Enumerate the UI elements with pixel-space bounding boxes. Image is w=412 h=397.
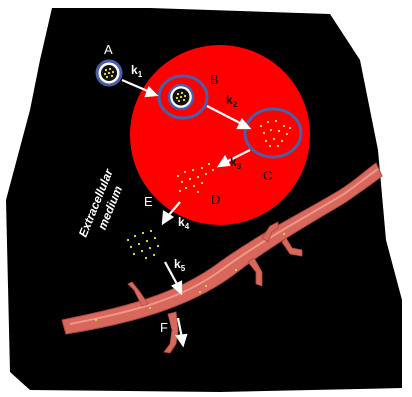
- label-c: C: [263, 168, 272, 183]
- label-d: D: [211, 192, 220, 207]
- vesicle-a: [97, 61, 121, 85]
- label-e: E: [144, 194, 153, 209]
- label-f: F: [160, 320, 168, 335]
- label-b: B: [210, 72, 219, 87]
- label-a: A: [104, 42, 113, 57]
